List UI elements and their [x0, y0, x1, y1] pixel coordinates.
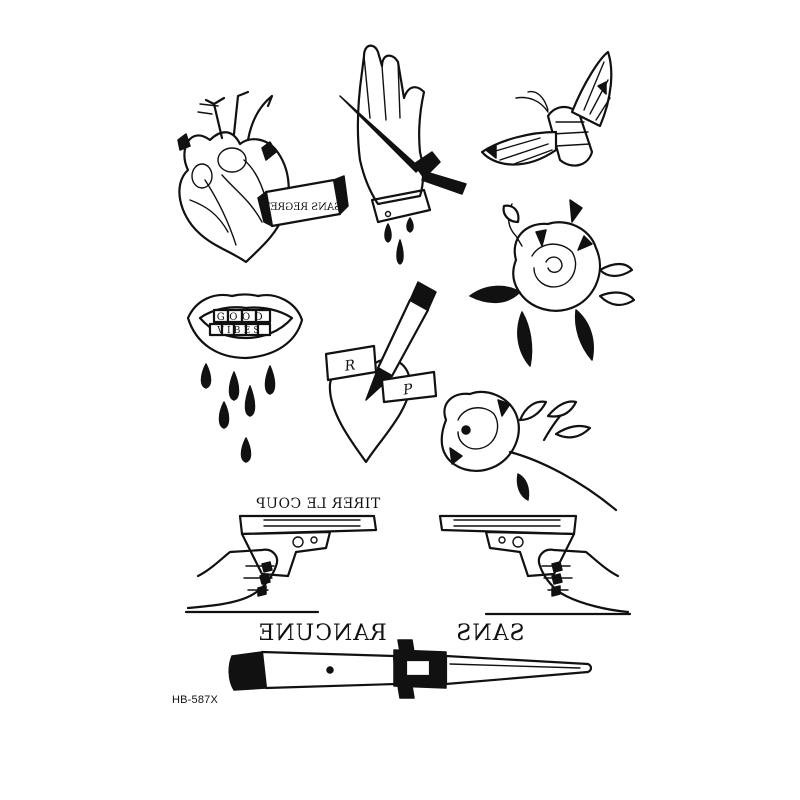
moth-icon [480, 50, 613, 167]
heart-banner-text: SANS REGRET [263, 202, 340, 213]
right-pistol-icon [438, 514, 632, 616]
left-pistol-icon [184, 514, 378, 614]
dagger-ribbon-right-text: P [401, 381, 414, 398]
rose-icon [469, 199, 636, 367]
dagger-heart-icon: R P [324, 281, 438, 464]
knife-left-word: RANCUNE [257, 621, 386, 646]
heart-banner: SANS REGRET [257, 175, 349, 228]
teeth-bottom-text: VIBES [216, 326, 262, 336]
blood-drops-icon [200, 363, 276, 463]
hand-with-dagger-icon [339, 44, 467, 265]
anatomical-heart-icon [177, 90, 290, 264]
knife-right-word: SANS [455, 621, 524, 646]
teeth-top-row: GOOD [212, 308, 272, 324]
product-code-label: HB-587X [172, 694, 219, 706]
teeth-bottom-row: VIBES [208, 322, 272, 337]
teeth-top-text: GOOD [217, 312, 267, 323]
rose-stem-icon [440, 390, 618, 512]
gun-caption-text: TIRER LE COUP [256, 496, 381, 512]
dagger-ribbon-left-text: R [343, 357, 357, 375]
switchblade-icon [228, 639, 593, 699]
lips-teeth-icon: GOOD VIBES [186, 293, 304, 360]
